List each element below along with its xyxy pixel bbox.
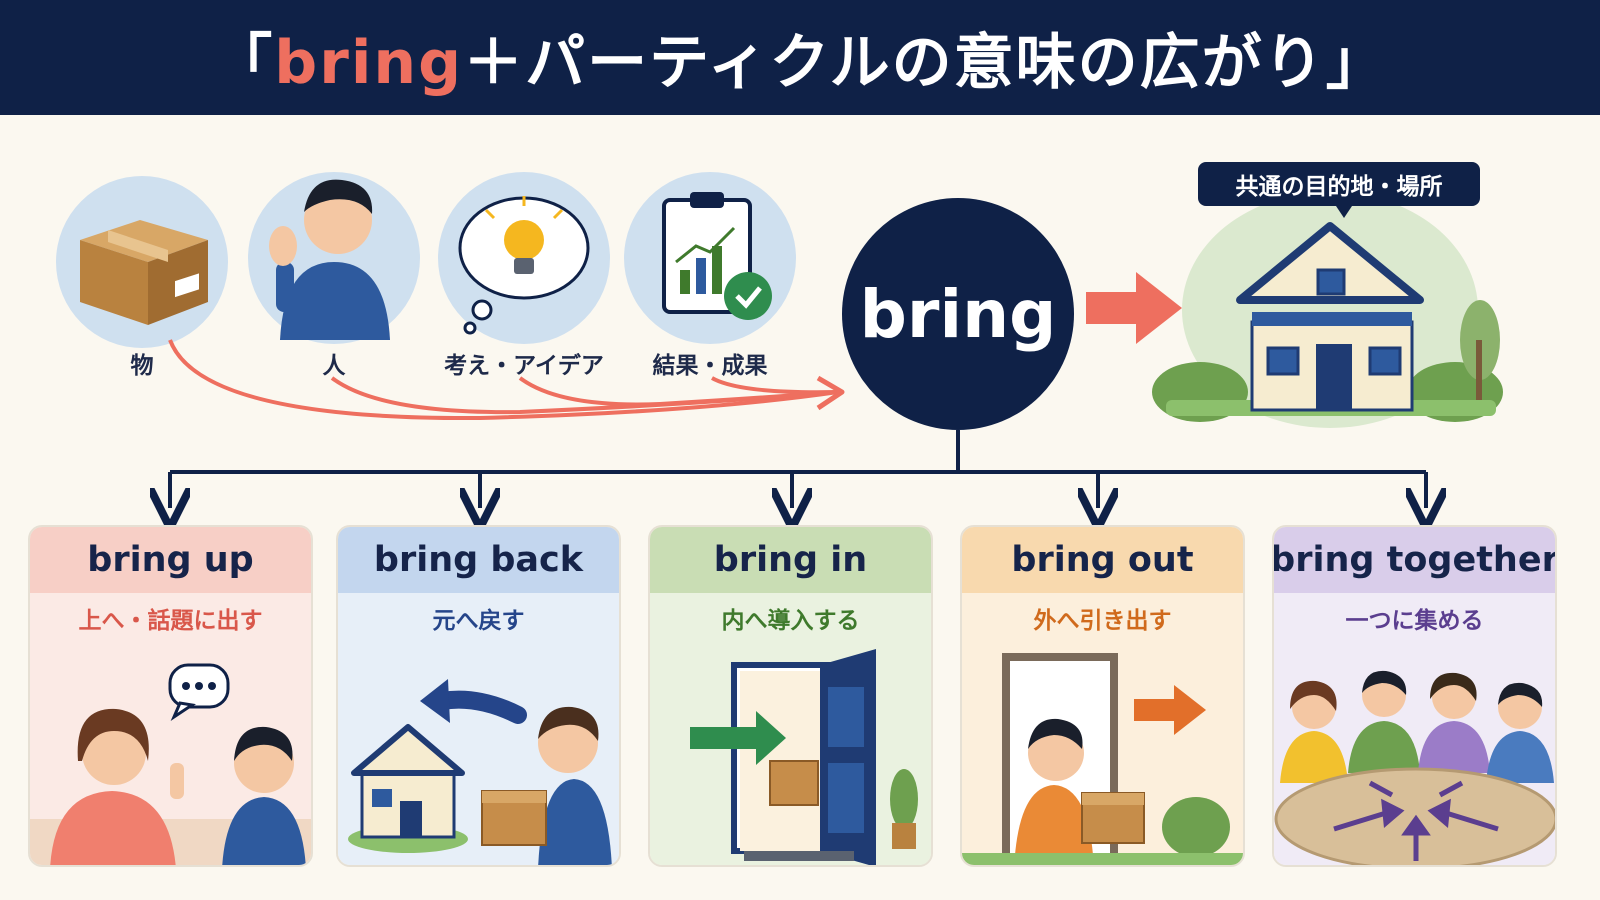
source-to-bring-arrows [168,339,845,421]
source-label-person: 人 [322,353,346,379]
card-meaning: 一つに集める [1274,593,1555,643]
card-bring-together: bring together 一つに集める [1272,525,1557,867]
card-meaning: 内へ導入する [650,593,931,643]
card-bring-up: bring up 上へ・話題に出す [28,525,313,867]
card-meaning: 元へ戻す [338,593,619,643]
source-label-idea: 考え・アイデア [444,353,604,379]
card-title: bring back [338,527,619,593]
waving-person-icon [248,172,420,344]
card-title: bring together [1274,527,1555,593]
card-title: bring up [30,527,311,593]
card-bring-back: bring back 元へ戻す [336,525,621,867]
box-icon [56,176,228,348]
card-bring-in: bring in 内へ導入する [648,525,933,867]
group-table-icon [1274,643,1555,865]
source-label-thing: 物 [130,353,154,379]
bring-node: bring [842,198,1074,430]
card-meaning: 外へ引き出す [962,593,1243,643]
bring-to-destination-arrow [1086,272,1182,344]
carry-out-icon [962,643,1243,865]
destination-badge: 共通の目的地・場所 [1198,162,1480,206]
house-icon [1152,192,1503,428]
title-bring-word: bring [274,28,464,98]
source-label-result: 結果・成果 [652,353,768,379]
card-meaning: 上へ・話題に出す [30,593,311,643]
title-banner: 「bring＋パーティクルの意味の広がり」 [0,0,1600,115]
results-clipboard-icon [624,172,796,344]
branch-connectors [170,430,1426,508]
card-bring-out: bring out 外へ引き出す [960,525,1245,867]
card-title: bring in [650,527,931,593]
bring-node-label: bring [859,275,1057,353]
idea-bulb-icon [438,172,610,344]
return-box-icon [338,643,619,865]
card-title: bring out [962,527,1243,593]
open-door-icon [650,643,931,865]
page-title: 「bring＋パーティクルの意味の広がり」 [212,28,1388,98]
conversation-icon [30,643,311,865]
